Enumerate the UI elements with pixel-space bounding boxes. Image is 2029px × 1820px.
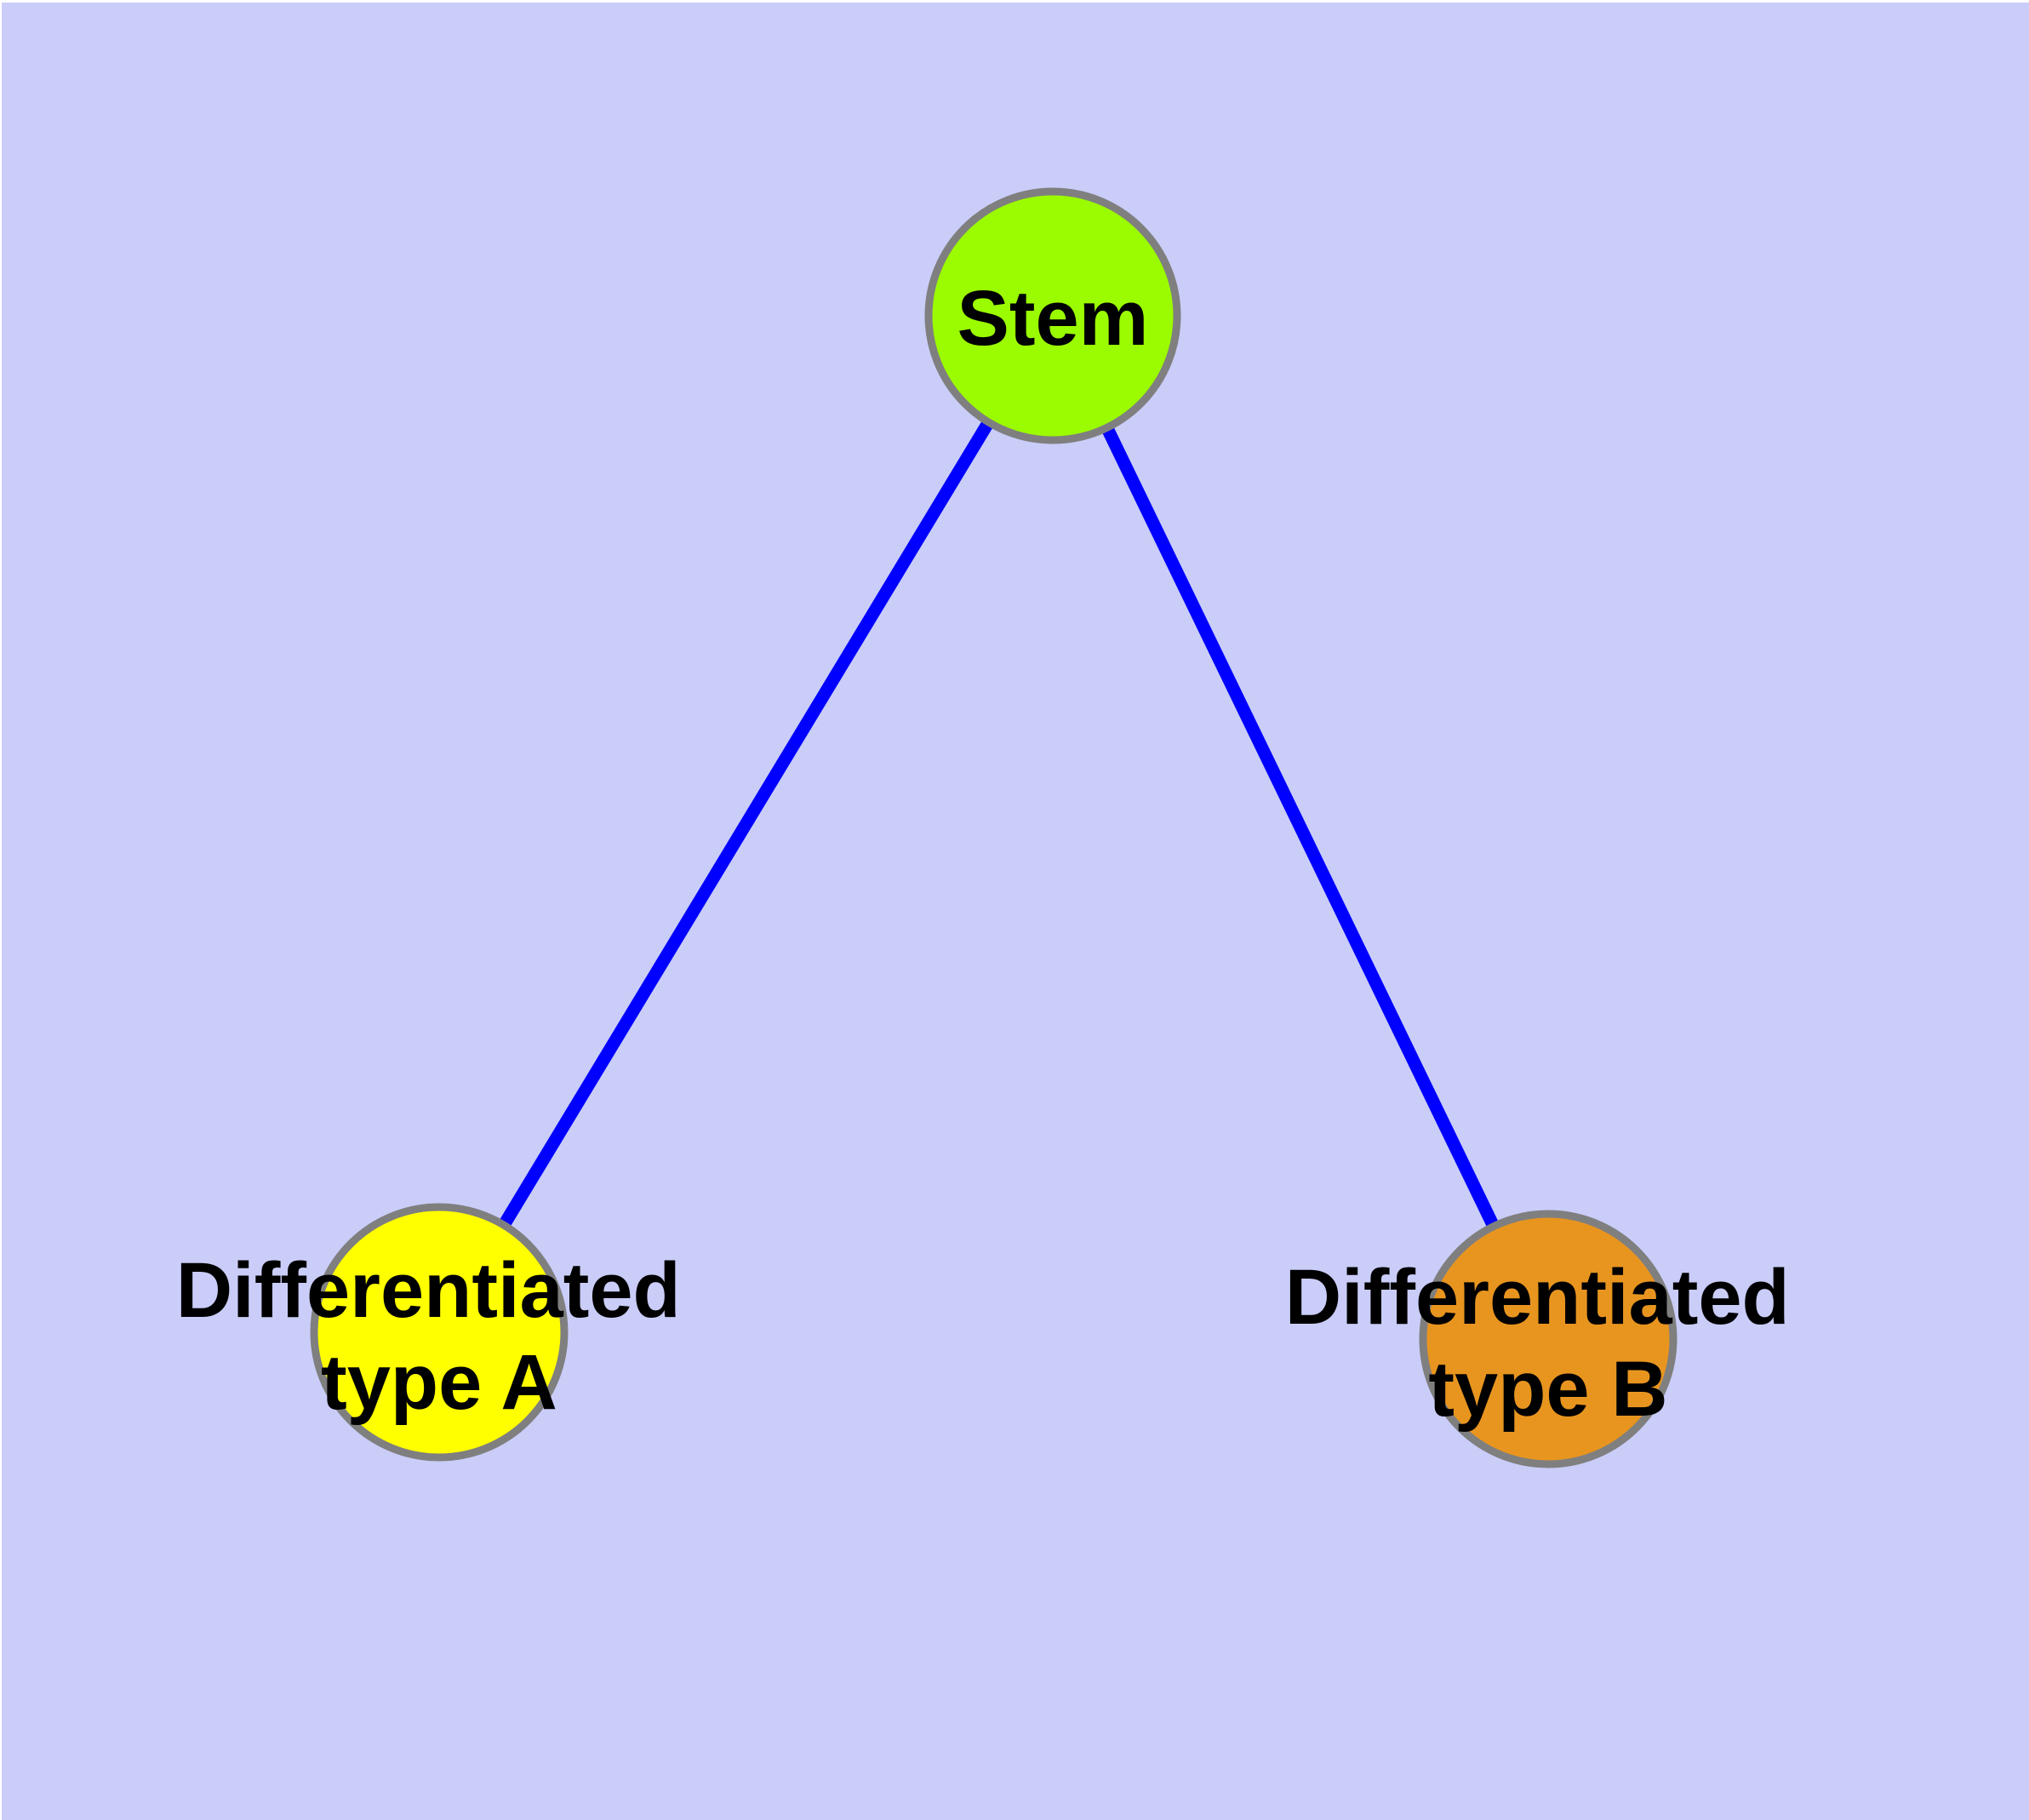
node-differentiated-type-a: [310, 1203, 569, 1462]
node-stem-label: Stem: [957, 275, 1149, 362]
node-type-b-label: Differentiated type B: [1285, 1254, 1812, 1433]
node-type-a-label-line1: Differentiated: [176, 1247, 681, 1334]
edge-stem-to-type-a: [433, 312, 1059, 1336]
node-type-a-label-line2: type A: [321, 1339, 557, 1426]
node-type-a-label: Differentiated type A: [176, 1247, 703, 1426]
edge-stem-to-type-b: [1047, 312, 1554, 1342]
node-type-b-label-line2: type B: [1428, 1346, 1667, 1433]
node-differentiated-type-b: [1419, 1210, 1677, 1468]
node-stem: [924, 187, 1181, 444]
node-type-b-label-line1: Differentiated: [1285, 1254, 1790, 1341]
